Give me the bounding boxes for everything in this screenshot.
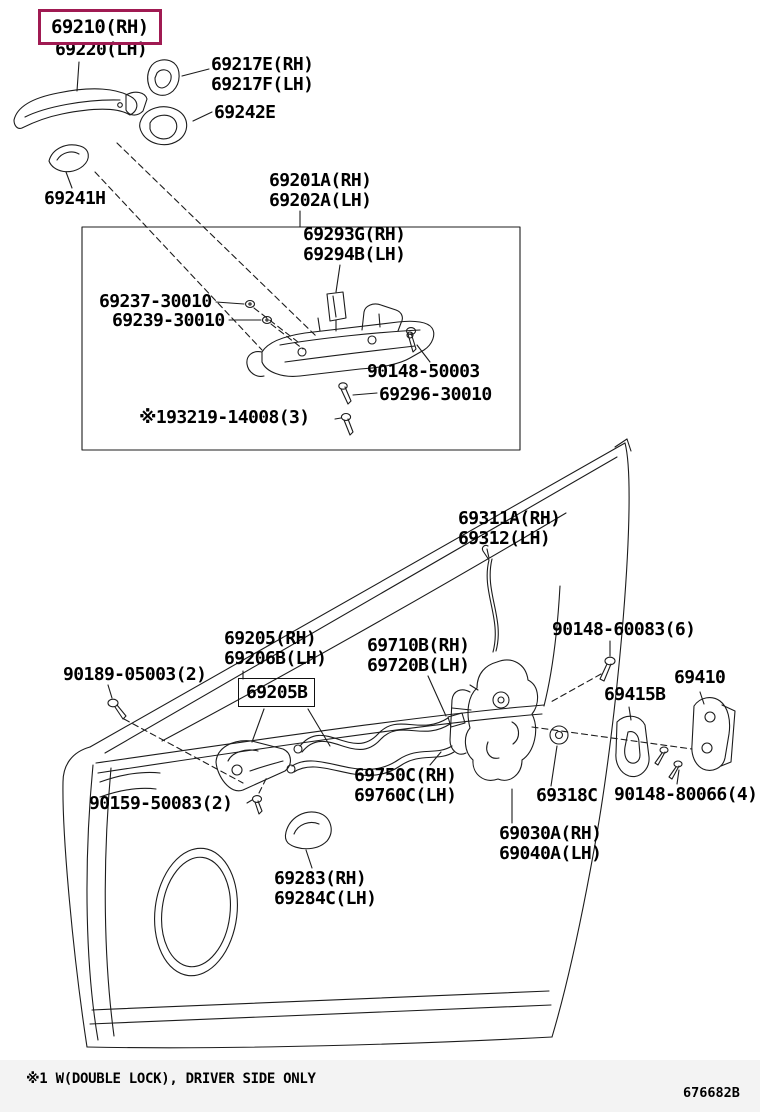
part-label-69720b-lh[interactable]: 69720B(LH): [367, 655, 470, 676]
footer-strip: [0, 1060, 760, 1112]
part-label-69415b[interactable]: 69415B: [604, 684, 666, 705]
part-label-69030a-rh[interactable]: 69030A(RH): [499, 823, 602, 844]
part-label-90148-60083[interactable]: 90148-60083(6): [552, 619, 696, 640]
speaker-hole: [154, 847, 238, 977]
part-label-69237-30010[interactable]: 69237-30010: [99, 291, 212, 312]
part-label-69241h[interactable]: 69241H: [44, 188, 106, 209]
part-label-69710b-rh[interactable]: 69710B(RH): [367, 635, 470, 656]
selected-part-highlight-box[interactable]: 69210(RH): [38, 9, 162, 45]
part-label-90148-80066[interactable]: 90148-80066(4): [614, 784, 758, 805]
part-label-69283-rh[interactable]: 69283(RH): [274, 868, 367, 889]
part-label-69202a-lh[interactable]: 69202A(LH): [269, 190, 372, 211]
part-label-69294b-lh[interactable]: 69294B(LH): [303, 244, 406, 265]
part-label-69750c-rh[interactable]: 69750C(RH): [354, 765, 457, 786]
part-label-90189-05003[interactable]: 90189-05003(2): [63, 664, 207, 685]
part-label-69242e[interactable]: 69242E: [214, 102, 276, 123]
part-label-69201a-rh[interactable]: 69201A(RH): [269, 170, 372, 191]
part-label-69040a-lh[interactable]: 69040A(LH): [499, 843, 602, 864]
handle-frame-detail-box: [81, 210, 521, 451]
part-label-69293g-rh[interactable]: 69293G(RH): [303, 224, 406, 245]
part-label-69410[interactable]: 69410: [674, 667, 726, 688]
footnote: ※1 W(DOUBLE LOCK), DRIVER SIDE ONLY: [26, 1071, 316, 1087]
part-label-69206b-lh[interactable]: 69206B(LH): [224, 648, 327, 669]
part-label-69312-lh[interactable]: 69312(LH): [458, 528, 551, 549]
part-label-69210-rh: 69210(RH): [51, 16, 149, 38]
part-label-69217f-lh[interactable]: 69217F(LH): [211, 74, 314, 95]
part-label-69205b[interactable]: 69205B: [238, 678, 316, 707]
lock-assembly-drawing: [107, 544, 736, 869]
part-label-69296-30010[interactable]: 69296-30010: [379, 384, 492, 405]
part-label-69239-30010[interactable]: 69239-30010: [112, 310, 225, 331]
part-label-69318c[interactable]: 69318C: [536, 785, 598, 806]
part-label-69311a-rh[interactable]: 69311A(RH): [458, 508, 561, 529]
part-label-69284c-lh[interactable]: 69284C(LH): [274, 888, 377, 909]
part-label-69217e-rh[interactable]: 69217E(RH): [211, 54, 314, 75]
part-label-69205-rh[interactable]: 69205(RH): [224, 628, 317, 649]
part-label-69760c-lh[interactable]: 69760C(LH): [354, 785, 457, 806]
part-label-93219-14008[interactable]: ※193219-14008(3): [139, 407, 310, 428]
figure-number: 676682B: [683, 1085, 740, 1101]
part-label-90159-50083[interactable]: 90159-50083(2): [89, 793, 233, 814]
part-label-69220-lh[interactable]: 69220(LH): [55, 39, 148, 60]
part-label-90148-50003[interactable]: 90148-50003: [367, 361, 480, 382]
exterior-handle-drawing: [13, 59, 317, 351]
